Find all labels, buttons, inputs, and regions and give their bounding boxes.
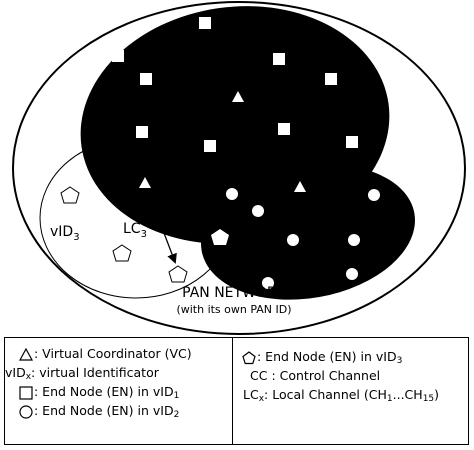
square-node-icon bbox=[199, 17, 211, 29]
circle-node-icon bbox=[348, 234, 360, 246]
legend-local-channel: LCx: Local Channel (CH1...CH15) bbox=[243, 387, 440, 404]
triangle-coordinator-icon bbox=[139, 177, 151, 188]
pentagon-node-icon bbox=[112, 244, 132, 262]
lc3-arrow bbox=[147, 190, 177, 264]
pan-network-diagram: LC3 vID3 PAN NETWORK (with its own PAN I… bbox=[12, 1, 466, 335]
circle-node-icon bbox=[346, 268, 358, 280]
square-node-icon bbox=[273, 53, 285, 65]
square-node-icon bbox=[325, 73, 337, 85]
legend-virtual-coordinator: : Virtual Coordinator (VC) bbox=[19, 346, 192, 361]
vid3-end-nodes bbox=[60, 186, 229, 283]
vid2-end-nodes bbox=[226, 188, 380, 289]
square-node-icon bbox=[278, 123, 290, 135]
circle-node-icon bbox=[252, 205, 264, 217]
circle-node-icon bbox=[262, 277, 274, 289]
lc3-label: LC3 bbox=[123, 221, 147, 240]
legend-control-channel: CC : Control Channel bbox=[250, 368, 381, 383]
legend-en-vid3: : End Node (EN) in vID3 bbox=[242, 349, 402, 366]
legend: : Virtual Coordinator (VC) vIDx: virtual… bbox=[4, 337, 469, 445]
pentagon-node-icon bbox=[168, 265, 188, 283]
pentagon-icon bbox=[242, 350, 256, 364]
pentagon-node-icon bbox=[60, 186, 80, 204]
circle-node-icon bbox=[368, 189, 380, 201]
pan-network-label: PAN NETWORK bbox=[182, 285, 287, 301]
square-node-icon bbox=[140, 73, 152, 85]
legend-vid-x: vIDx: virtual Identificator bbox=[5, 365, 159, 382]
square-node-icon bbox=[136, 126, 148, 138]
legend-en-vid1: : End Node (EN) in vID1 bbox=[19, 384, 179, 401]
vid2-cluster bbox=[201, 164, 415, 300]
circle-node-icon bbox=[287, 234, 299, 246]
legend-divider bbox=[232, 338, 233, 444]
vid3-label: vID3 bbox=[50, 224, 80, 243]
triangle-coordinator-icon bbox=[232, 91, 244, 102]
pan-network-sublabel: (with its own PAN ID) bbox=[176, 303, 291, 316]
legend-en-vid2: : End Node (EN) in vID2 bbox=[19, 403, 179, 420]
square-node-icon bbox=[346, 136, 358, 148]
pentagon-node-icon bbox=[211, 229, 229, 245]
circle-icon bbox=[19, 404, 33, 419]
circle-node-icon bbox=[226, 188, 238, 200]
square-icon bbox=[19, 385, 33, 400]
triangle-icon bbox=[19, 348, 33, 361]
square-node-icon bbox=[204, 140, 216, 152]
virtual-coordinators bbox=[139, 91, 306, 192]
vid1-end-nodes bbox=[112, 17, 358, 152]
triangle-coordinator-icon bbox=[294, 181, 306, 192]
square-node-icon bbox=[112, 50, 124, 62]
